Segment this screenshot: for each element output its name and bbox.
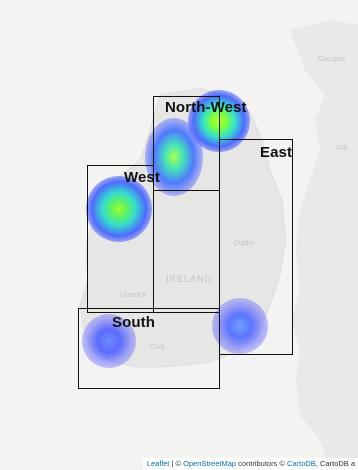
map-attribution: Leaflet | © OpenStreetMap contributors ©… bbox=[142, 458, 358, 470]
leaflet-link[interactable]: Leaflet bbox=[146, 459, 170, 468]
cartodb-link[interactable]: CartoDB bbox=[287, 459, 316, 468]
place-label-limerick: Limerick bbox=[120, 292, 147, 299]
region-box-east[interactable] bbox=[219, 139, 293, 355]
attribution-contributors-text: contributors © bbox=[236, 459, 288, 468]
attribution-tail-text: , CartoDB a bbox=[315, 459, 355, 468]
attribution-separator: | © bbox=[169, 459, 184, 468]
place-label-cork: Cork bbox=[150, 344, 165, 351]
place-label-scotland: Glasgow bbox=[318, 56, 346, 63]
place-label-dublin: Dublin bbox=[234, 240, 254, 247]
place-label-ire: IRE bbox=[336, 145, 348, 152]
place-label-country: IRELAND bbox=[166, 274, 213, 284]
region-box-south[interactable] bbox=[78, 308, 220, 389]
region-label-north-west: North-West bbox=[165, 99, 247, 116]
openstreetmap-link[interactable]: OpenStreetMap bbox=[183, 459, 237, 468]
region-box-west[interactable] bbox=[87, 165, 154, 313]
region-label-west: West bbox=[124, 169, 160, 186]
region-box-middle[interactable] bbox=[153, 190, 220, 313]
region-label-east: East bbox=[260, 144, 293, 161]
region-label-south: South bbox=[112, 314, 155, 331]
